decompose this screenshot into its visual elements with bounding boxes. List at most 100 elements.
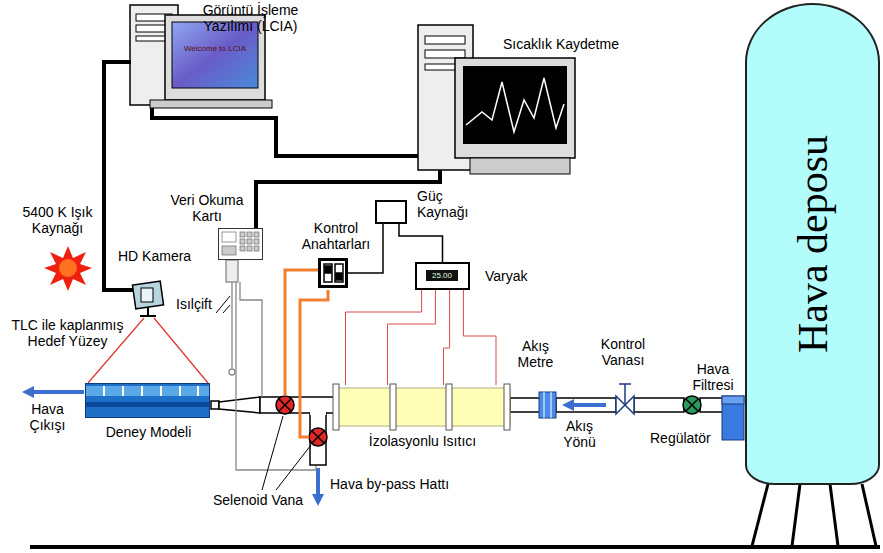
heater-part-part [333, 384, 339, 430]
solenoid-valve-part [276, 396, 294, 414]
pipe-part [556, 398, 616, 412]
keypad-part [247, 239, 252, 244]
tank-legs-part [830, 484, 838, 546]
temperature-computer-part [470, 158, 570, 174]
outlet-arrow-part [22, 386, 34, 398]
temperature-computer-part [466, 78, 564, 132]
part-label: Akış Metre [508, 338, 563, 370]
node-label: Güç Kaynağı [417, 188, 479, 220]
switches-part [336, 273, 342, 280]
temperature-computer-part [425, 50, 465, 58]
keypad [222, 232, 259, 255]
heater-part-part [446, 384, 452, 430]
light-source [44, 246, 92, 291]
node-label: Varyak [485, 268, 545, 284]
flow-meter-part [551, 392, 552, 418]
leader-line-part [262, 416, 283, 490]
part-label: Hava Çıkışı [20, 401, 75, 433]
switches-part [335, 264, 343, 282]
connector-line [346, 290, 497, 385]
node-label: Deney Modeli [86, 424, 211, 440]
node-label: 25.00 [426, 270, 458, 281]
tank-label: Hava deposu [788, 135, 836, 353]
pipe-part [219, 397, 260, 413]
keypad-part [240, 239, 245, 244]
part-label: Kontrol Vanası [592, 336, 654, 368]
regulator [683, 396, 701, 414]
outlet-arrow-part [32, 390, 84, 394]
control-wire-part [300, 290, 328, 437]
keypad-part [247, 246, 252, 251]
connector-line [399, 224, 443, 262]
regulator-part [686, 399, 698, 411]
heater-wire [346, 290, 497, 385]
flow-arrow [562, 399, 606, 411]
temperature-computer-part [455, 58, 575, 158]
regulator-part [686, 399, 698, 411]
switch-box: Kontrol Anahtarları [318, 258, 348, 288]
data-card: Veri Okuma Kartı [218, 228, 263, 260]
temperature-computer-part [425, 36, 465, 44]
node-label: İzolasyonlu Isıtıcı [335, 433, 510, 449]
regulator-part [683, 396, 701, 414]
pipe-joint [310, 405, 326, 415]
pipe-part [634, 398, 684, 412]
leader-line-part [223, 305, 230, 313]
flow-meter-part [544, 392, 545, 418]
keypad-part [247, 232, 252, 237]
air-filter-part [722, 396, 744, 404]
part-label: HD Kamera [118, 248, 198, 264]
solenoid-valve-part [312, 431, 324, 443]
part-label: Regülatör [650, 430, 730, 446]
switches [324, 264, 343, 282]
test-model-part-part [197, 386, 199, 396]
part-label: Selenoid Vana [213, 492, 313, 508]
solenoid-valve-part [279, 399, 291, 411]
heater-part-part [504, 384, 510, 430]
switches-part [325, 266, 331, 273]
keypad-part [254, 232, 259, 237]
flow-arrow-part [572, 403, 606, 407]
thermocouple-part [231, 282, 232, 368]
power-supply: Güç Kaynağı [375, 200, 407, 224]
image-computer-part [150, 100, 272, 108]
test-model [85, 383, 210, 418]
light-source-part [59, 259, 77, 277]
flow-meter-part [539, 392, 556, 418]
part-label: Hava by-pass Hattı [330, 476, 470, 492]
part-label: Isılçift [176, 296, 226, 312]
tank-legs-part [752, 484, 768, 546]
control-wire [285, 270, 328, 437]
hd-camera-part [147, 307, 149, 316]
node-label: Kontrol Anahtarları [296, 220, 376, 252]
control-valve-part [624, 384, 626, 405]
thermocouple-part [240, 282, 262, 397]
heater [333, 384, 510, 430]
test-model-part [85, 386, 210, 396]
tank-legs-part [862, 484, 876, 546]
keypad-part [222, 246, 236, 255]
thermocouple-part [229, 369, 235, 375]
air-tank: Hava deposu [745, 3, 880, 485]
heater-part-part [390, 384, 396, 430]
leader-line [216, 296, 311, 490]
data-cable-part [256, 170, 440, 228]
air-filter-part [722, 396, 744, 440]
outlet-arrow [22, 386, 84, 398]
flow-meter [539, 392, 556, 418]
hd-camera-part [140, 315, 156, 317]
hd-camera-part [154, 318, 208, 383]
bypass-arrow [312, 468, 324, 506]
keypad-part [222, 232, 236, 242]
pipe-part [700, 398, 724, 412]
insulated-heater: İzolasyonlu Isıtıcı [335, 385, 510, 430]
part-label: Hava Filtresi [683, 361, 743, 393]
pipe-part [510, 398, 540, 412]
test-model-part-part [160, 386, 162, 396]
keypad-part [254, 239, 259, 244]
part-label: Akış Yönü [552, 418, 607, 450]
thermocouple [226, 260, 316, 470]
data-cable [104, 62, 440, 290]
switches-part [324, 264, 332, 282]
